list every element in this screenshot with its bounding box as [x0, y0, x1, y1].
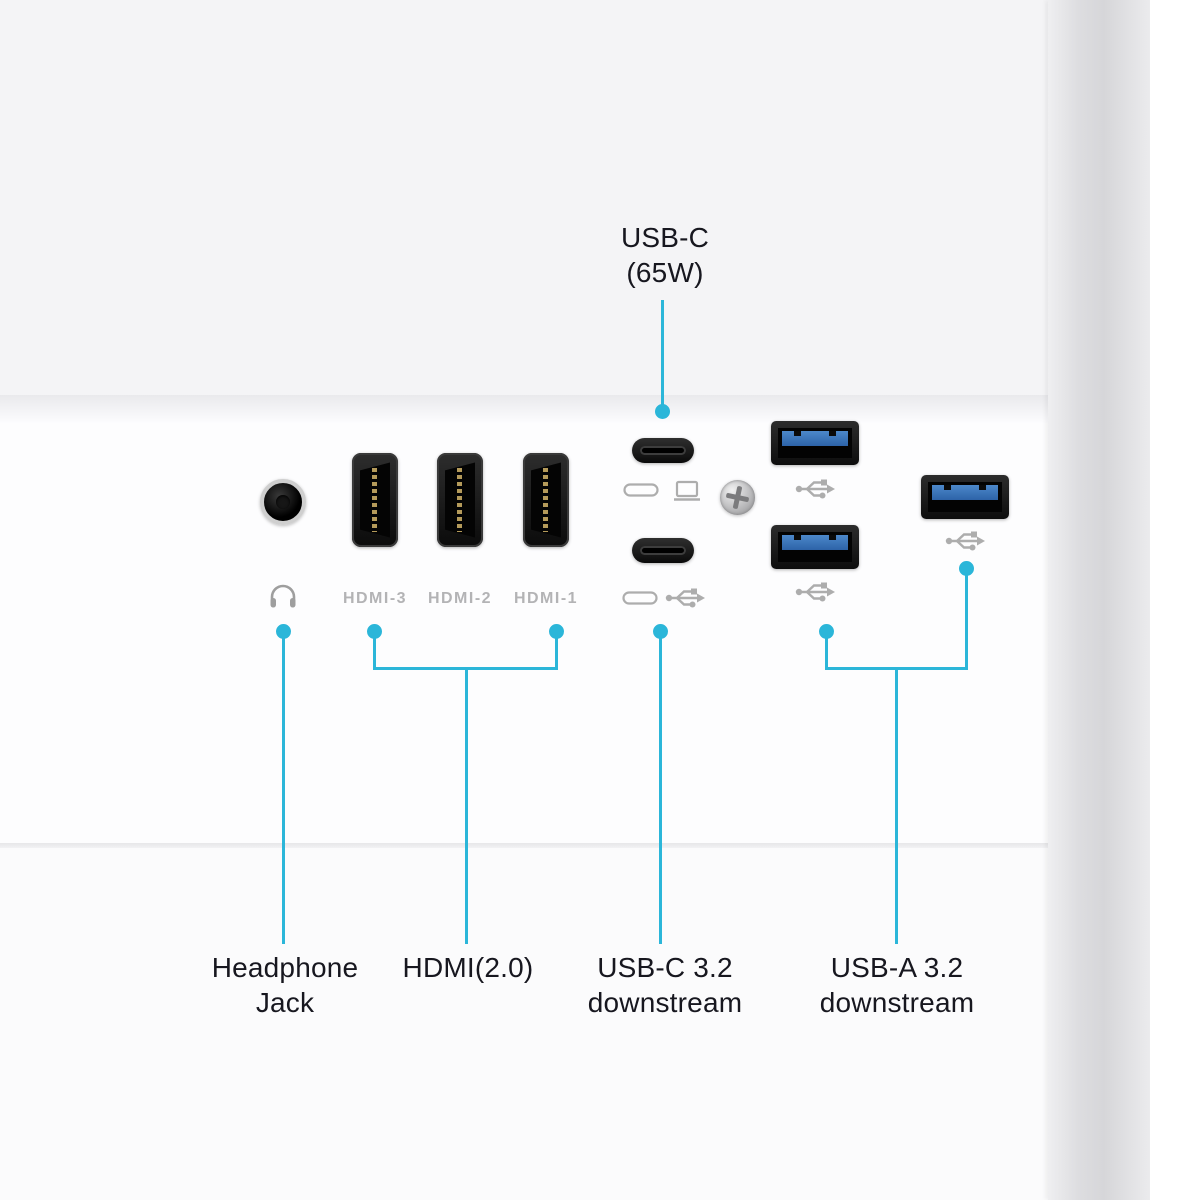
callout-stub-hdmi-1: [555, 636, 558, 670]
usb-c-65w-label-line2: (65W): [626, 257, 704, 288]
callout-dot-usb-c-downstream: [653, 624, 668, 639]
usb-a-downstream-label-line2: downstream: [819, 987, 975, 1018]
usb-c-65w-label-line1: USB-C: [620, 222, 710, 253]
background-right: [1150, 0, 1200, 1200]
headphone-jack-label: Headphone Jack: [185, 950, 385, 1020]
panel-seam-bottom: [0, 843, 1200, 848]
headphone-jack-label-line1: Headphone: [211, 952, 359, 983]
callout-dot-usb-a-right: [959, 561, 974, 576]
usb-a-port-2: [771, 525, 859, 569]
headphone-jack-port: [260, 479, 306, 525]
usb-c-upstream-port: [632, 438, 694, 463]
usb-trident-icon: [664, 586, 706, 610]
callout-line-usb-c-downstream: [659, 636, 662, 944]
callout-dot-headphone: [276, 624, 291, 639]
monitor-side-edge: [1048, 0, 1150, 1200]
usb-a-tongue: [782, 431, 848, 446]
usb-trident-icon: [794, 477, 836, 501]
callout-dot-usb-a-left: [819, 624, 834, 639]
hdmi-port-2: [437, 453, 483, 547]
usb-trident-icon: [794, 580, 836, 604]
usb-trident-icon: [944, 529, 986, 553]
callout-line-headphone: [282, 636, 285, 944]
monitor-back-upper-panel: [0, 0, 1200, 395]
headphone-icon: [268, 583, 298, 611]
callout-line-usb-a: [895, 667, 898, 944]
callout-dot-hdmi-3: [367, 624, 382, 639]
hdmi-port-3: [352, 453, 398, 547]
usb-c-downstream-port: [632, 538, 694, 563]
laptop-icon: [672, 480, 702, 502]
usb-a-port-1: [771, 421, 859, 465]
usb-a-downstream-label: USB-A 3.2 downstream: [787, 950, 1007, 1020]
hdmi-1-engraved-label: HDMI-1: [513, 590, 579, 607]
usb-c-pill-icon: [622, 591, 658, 605]
screw-cross: [717, 477, 759, 519]
hdmi-2-engraved-label: HDMI-2: [427, 590, 493, 607]
callout-stub-hdmi-3: [373, 636, 376, 670]
background-lower: [0, 848, 1200, 1200]
callout-line-usb-c-65w: [661, 300, 664, 411]
phillips-screw: [720, 480, 755, 515]
hdmi-port-1: [523, 453, 569, 547]
hdmi-pins: [457, 468, 462, 532]
usb-c-downstream-label-line2: downstream: [587, 987, 743, 1018]
port-panel: [0, 423, 1200, 843]
callout-dot-usb-c-65w: [655, 404, 670, 419]
panel-seam-top: [0, 395, 1200, 423]
callout-dot-hdmi-1: [549, 624, 564, 639]
hdmi-pins: [543, 468, 548, 532]
usb-c-downstream-label-line1: USB-C 3.2: [597, 952, 733, 983]
headphone-jack-label-line2: Jack: [255, 987, 315, 1018]
hdmi-3-engraved-label: HDMI-3: [342, 590, 408, 607]
usb-a-port-3: [921, 475, 1009, 519]
callout-stub-usb-a-right: [965, 574, 968, 670]
usb-a-tongue: [932, 485, 998, 500]
callout-stub-usb-a-left: [825, 636, 828, 670]
usb-c-pill-icon: [623, 483, 659, 497]
usb-a-downstream-label-line1: USB-A 3.2: [830, 952, 964, 983]
hdmi-label: HDMI(2.0): [368, 950, 568, 985]
usb-c-65w-label: USB-C (65W): [565, 220, 765, 290]
hdmi-pins: [372, 468, 377, 532]
usb-a-tongue: [782, 535, 848, 550]
hdmi-label-line1: HDMI(2.0): [402, 952, 534, 983]
callout-line-hdmi: [465, 667, 468, 944]
usb-c-downstream-label: USB-C 3.2 downstream: [555, 950, 775, 1020]
